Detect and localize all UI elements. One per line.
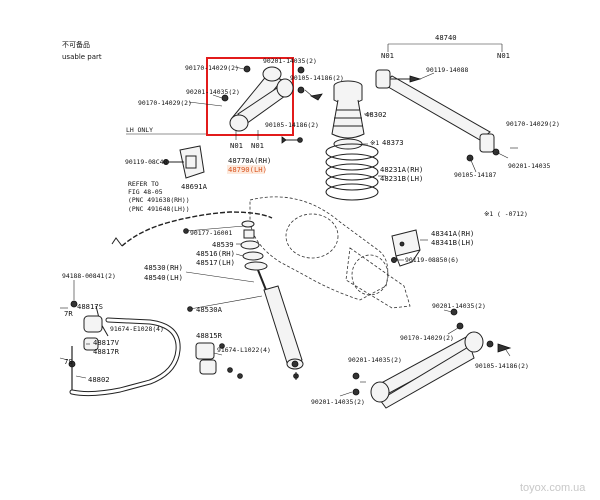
label-94188: 94188-00841(2): [62, 272, 116, 280]
label-48373-mark: ※1: [370, 139, 379, 147]
label-refer2: FIG 48-05: [128, 188, 163, 196]
label-48770A: 48770A(RH): [228, 156, 271, 165]
bracket-48341A: [390, 229, 428, 267]
label-48517: 48517(LH): [196, 258, 235, 267]
note-line2: usable part: [62, 53, 102, 61]
label-90119-08C48: 90119-08C48: [125, 158, 167, 166]
label-n01-right: N01: [497, 51, 510, 60]
label-90201-14035-r: 90201-14035: [508, 162, 550, 170]
upper-arm-48770A: [188, 65, 305, 144]
coil-spring-assembly: [304, 80, 386, 201]
label-90119-08850: 90119-08850(6): [405, 256, 459, 264]
label-48790-lh: 48790(LH): [228, 165, 267, 174]
watermark: toyox.com.ua: [520, 482, 586, 494]
label-48817V: 48817V: [93, 338, 120, 347]
label-90105-14186-c: 90105-14186(2): [475, 362, 529, 370]
label-48802: 48802: [88, 375, 110, 384]
bullet-48530A: [187, 306, 193, 312]
label-90201-14035-b: 90201-14035(2): [263, 57, 317, 65]
brake-line: [121, 211, 273, 247]
stabilizer-bar: [59, 280, 243, 397]
label-48817R: 48817R: [93, 347, 120, 356]
label-footnote: ※1 ( -0712): [484, 210, 528, 218]
label-7R: 7R: [64, 309, 73, 318]
label-48815R: 48815R: [196, 331, 223, 340]
label-48373: 48373: [382, 138, 404, 147]
label-48302: 48302: [365, 110, 387, 119]
label-90105-14186-b: 90105-14186(2): [265, 121, 319, 129]
lateral-rod-48740: [375, 43, 518, 173]
label-90119-14088: 90119-14088: [426, 66, 468, 74]
label-48341A: 48341A(RH): [431, 229, 474, 238]
label-n01-a: N01: [230, 141, 243, 150]
label-refer3: (PNC 491638(RH)): [128, 196, 190, 204]
label-90170-14029-b: 90170-14029(2): [138, 99, 192, 107]
highlight-box: [206, 57, 294, 136]
label-90201-14035-a: 90201-14035(2): [186, 88, 240, 96]
label-48516: 48516(RH): [196, 249, 235, 258]
label-90201-14035-c: 90201-14035(2): [432, 302, 486, 310]
label-7S: 7S: [64, 357, 73, 366]
label-91674-E1028: 91674-E1028(4): [110, 325, 164, 333]
label-48341B: 48341B(LH): [431, 238, 474, 247]
label-refer1: REFER TO: [128, 180, 159, 188]
label-48817S: 48817S: [77, 302, 103, 311]
label-90201-14035-d: 90201-14035(2): [348, 356, 402, 364]
label-91674-L1022: 91674-L1022(4): [217, 346, 271, 354]
label-48530A: 48530A: [196, 305, 223, 314]
label-48231A: 48231A(RH): [380, 165, 423, 174]
shock-absorber: [183, 220, 304, 380]
lower-control-arm: [339, 308, 512, 409]
label-48539: 48539: [212, 240, 234, 249]
label-90170-14029-c: 90170-14029(2): [400, 334, 454, 342]
label-48540LH: 48540(LH): [144, 273, 183, 282]
note-line1: 不可备品: [62, 40, 90, 49]
label-n01-left: N01: [381, 51, 394, 60]
label-lh-only: LH ONLY: [126, 126, 153, 134]
label-90105-14186-a: 90105-14186(2): [290, 74, 344, 82]
brake-line-end: [111, 237, 123, 247]
label-48530RH: 48530(RH): [144, 263, 183, 272]
label-48691A: 48691A: [181, 182, 208, 191]
label-48231B: 48231B(LH): [380, 174, 423, 183]
label-90170-14029-a: 90170-14029(2): [185, 64, 239, 72]
axle-housing-outline: [249, 196, 411, 309]
bracket-48691A: [126, 133, 206, 179]
label-90177-16001: 90177-16001: [190, 229, 232, 237]
highlight-label-bg: [227, 165, 265, 174]
label-refer4: (PNC 491648(LH)): [128, 205, 190, 213]
label-90105-14187: 90105-14187: [454, 171, 496, 179]
label-n01-b: N01: [251, 141, 264, 150]
label-48740: 48740: [435, 33, 457, 42]
label-90170-14029-tr: 90170-14029(2): [506, 120, 560, 128]
label-90201-14035-e: 90201-14035(2): [311, 398, 365, 406]
